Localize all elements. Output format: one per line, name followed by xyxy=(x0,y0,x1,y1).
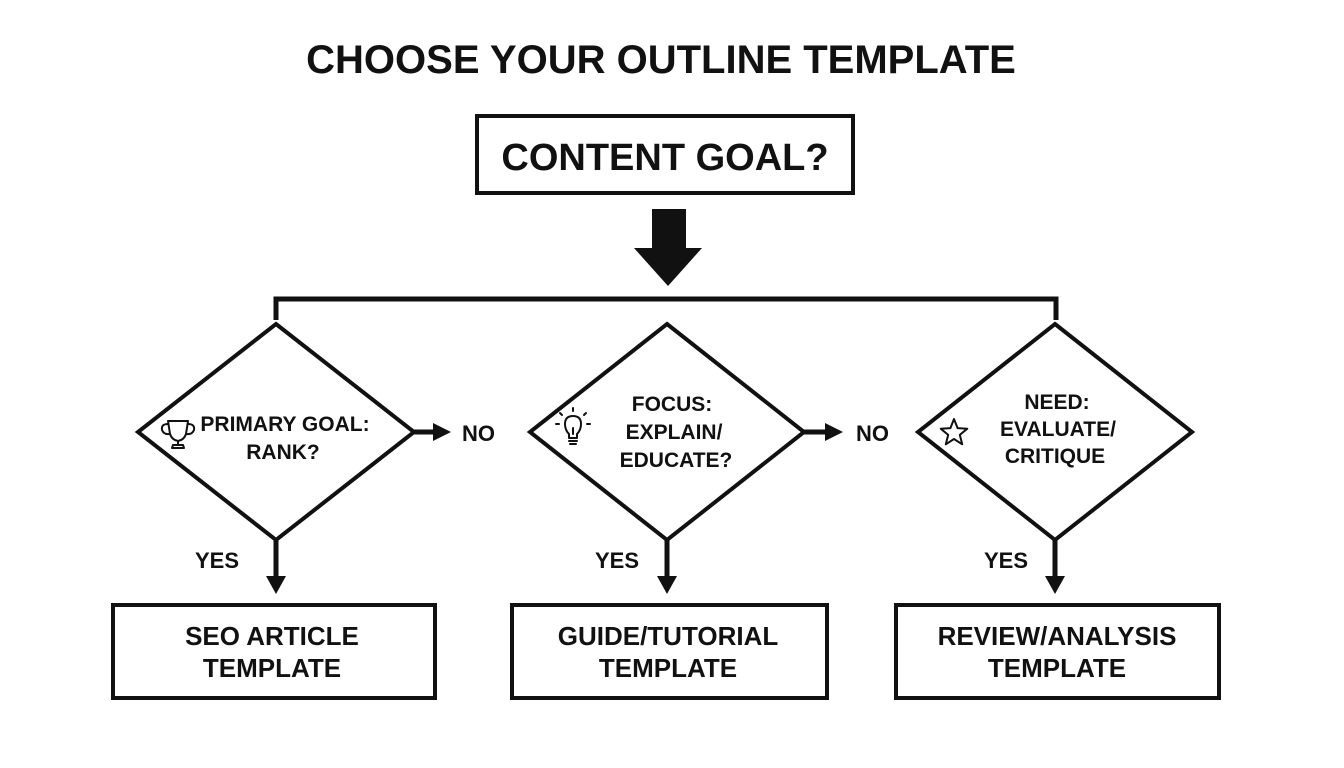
seo-article-template-box xyxy=(111,603,437,700)
branch-connector xyxy=(273,296,1059,320)
decision-text-line-2: EVALUATE/ xyxy=(1000,418,1116,441)
decision-educate: FOCUS: EXPLAIN/ EDUCATE? xyxy=(526,321,808,543)
diagram-title: CHOOSE YOUR OUTLINE TEMPLATE xyxy=(306,38,1016,82)
template-text-line-1: REVIEW/ANALYSIS xyxy=(938,621,1177,651)
trophy-icon xyxy=(160,420,196,449)
content-goal-label: CONTENT GOAL? xyxy=(501,137,828,179)
template-text-line-1: GUIDE/TUTORIAL xyxy=(558,621,779,651)
yes-label: YES xyxy=(595,548,639,573)
decision-rank: PRIMARY GOAL: RANK? xyxy=(134,321,418,543)
guide-tutorial-template-box xyxy=(510,603,829,700)
no-arrow-head xyxy=(825,423,843,441)
yes-arrow-head xyxy=(266,576,286,594)
no-arrow-head xyxy=(433,423,451,441)
decision-text-line-3: EDUCATE? xyxy=(620,449,733,472)
yes-label: YES xyxy=(984,548,1028,573)
template-text-line-2: TEMPLATE xyxy=(203,653,341,683)
decision-evaluate: NEED: EVALUATE/ CRITIQUE xyxy=(914,321,1196,543)
decision-text-line-1: FOCUS: xyxy=(632,393,713,416)
template-text-line-2: TEMPLATE xyxy=(988,653,1126,683)
yes-label: YES xyxy=(195,548,239,573)
no-label: NO xyxy=(462,421,495,446)
yes-arrow-head xyxy=(1045,576,1065,594)
no-label: NO xyxy=(856,421,889,446)
content-goal-box xyxy=(475,114,855,195)
decision-text-line-1: NEED: xyxy=(1024,391,1089,414)
star-icon xyxy=(939,418,969,446)
yes-arrow-head xyxy=(657,576,677,594)
template-text-line-2: TEMPLATE xyxy=(599,653,737,683)
decision-text-line-2: RANK? xyxy=(246,441,320,464)
decision-text-line-1: PRIMARY GOAL: xyxy=(200,413,369,436)
review-analysis-template-box xyxy=(894,603,1221,700)
decision-text-line-2: EXPLAIN/ xyxy=(626,421,723,444)
down-arrow xyxy=(634,209,702,286)
lightbulb-icon xyxy=(555,407,591,445)
decision-text-line-3: CRITIQUE xyxy=(1005,445,1105,468)
template-text-line-1: SEO ARTICLE xyxy=(185,621,359,651)
